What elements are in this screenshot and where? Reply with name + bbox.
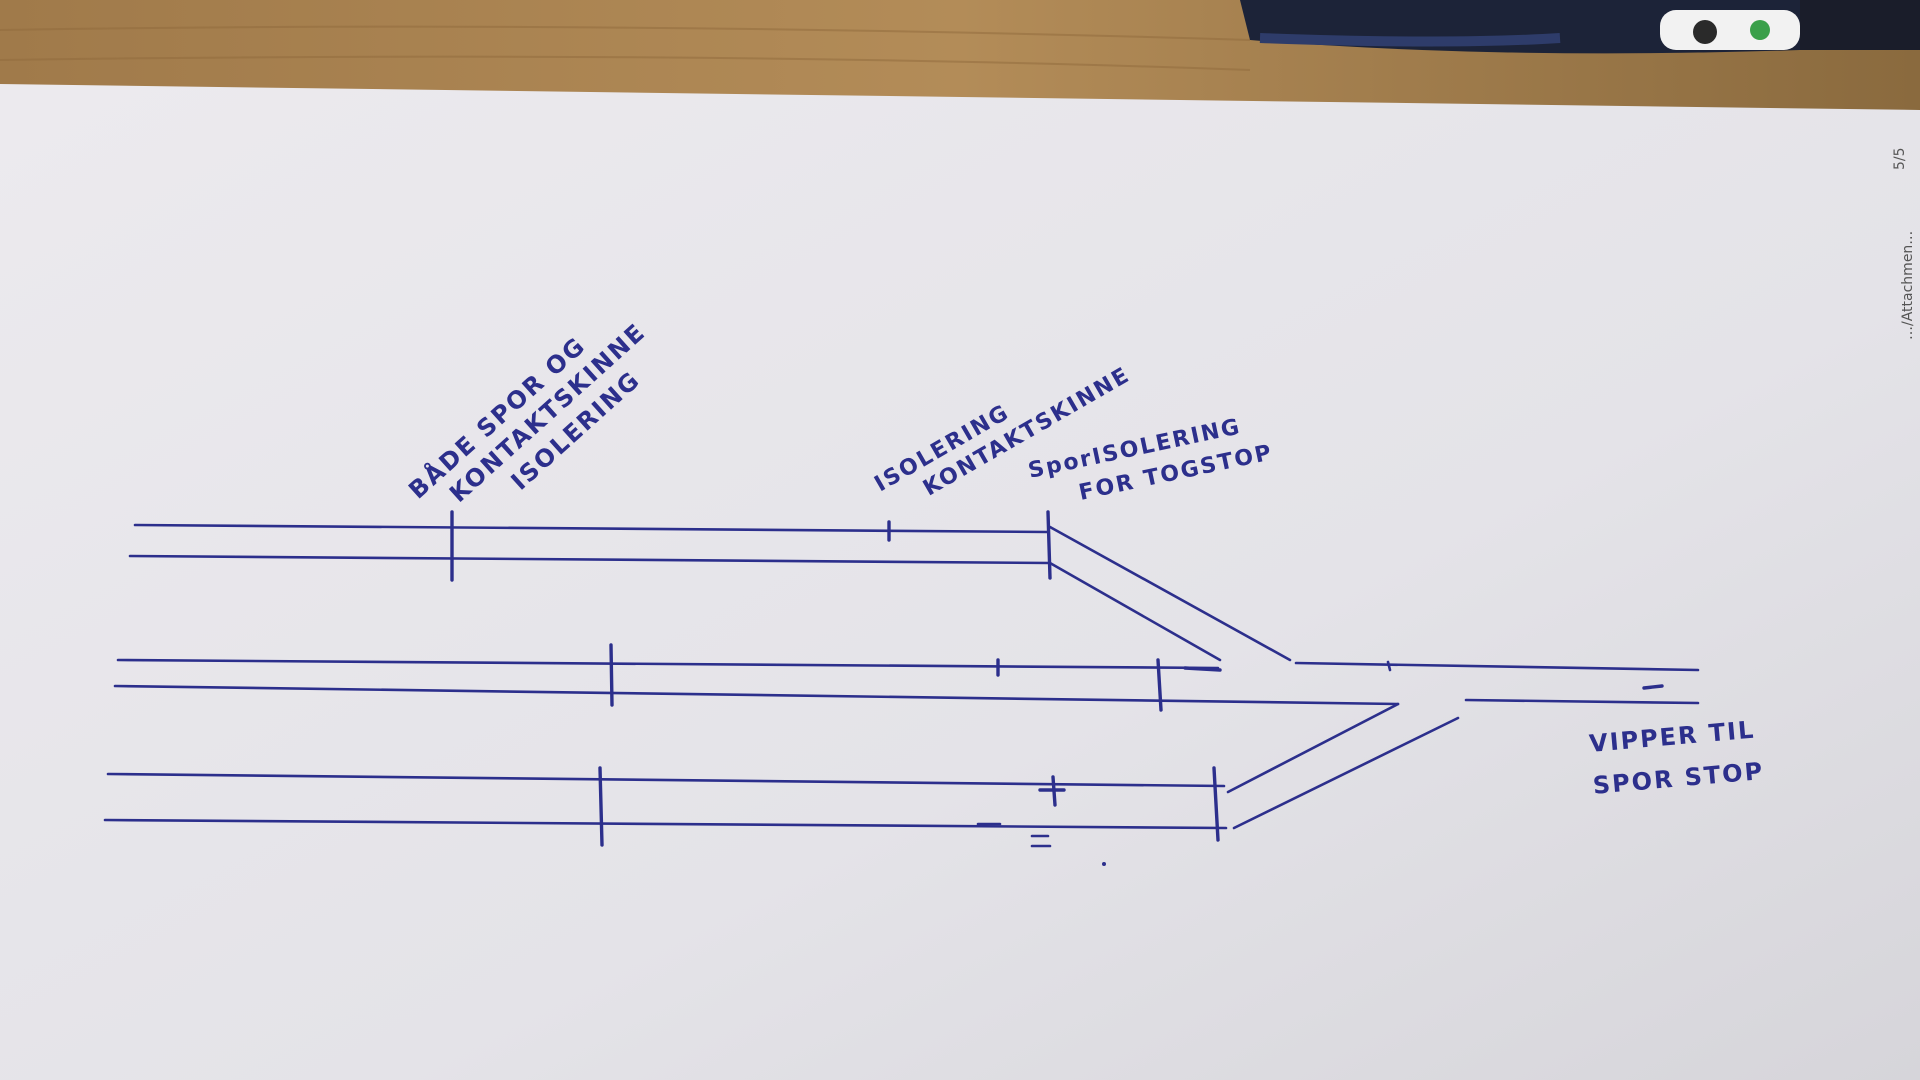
pen xyxy=(1240,0,1920,54)
track-3 xyxy=(103,772,1228,830)
paper-sheet xyxy=(0,84,1920,1080)
isolation-mark-trackstop-track1 xyxy=(1046,510,1052,580)
isolation-mark-trackstop-track2 xyxy=(1156,658,1163,712)
print-fragment: …/Attachmen… xyxy=(1900,231,1916,340)
isolation-mark-contact-track3 xyxy=(1038,775,1066,807)
isolation-mark-trackstop-track3 xyxy=(1212,766,1220,842)
exit-track xyxy=(1226,660,1700,830)
isolation-mark-both-track2 xyxy=(609,643,614,707)
page-number: 5/5 xyxy=(1892,147,1908,170)
table-grain xyxy=(0,25,1251,71)
isolation-mark-both-track3 xyxy=(598,766,604,847)
track-1 xyxy=(128,523,1292,662)
tipper-mark xyxy=(1642,684,1664,690)
track-2 xyxy=(113,658,1400,706)
ink-dashes xyxy=(1030,834,1052,848)
ink-dot xyxy=(1102,862,1106,866)
